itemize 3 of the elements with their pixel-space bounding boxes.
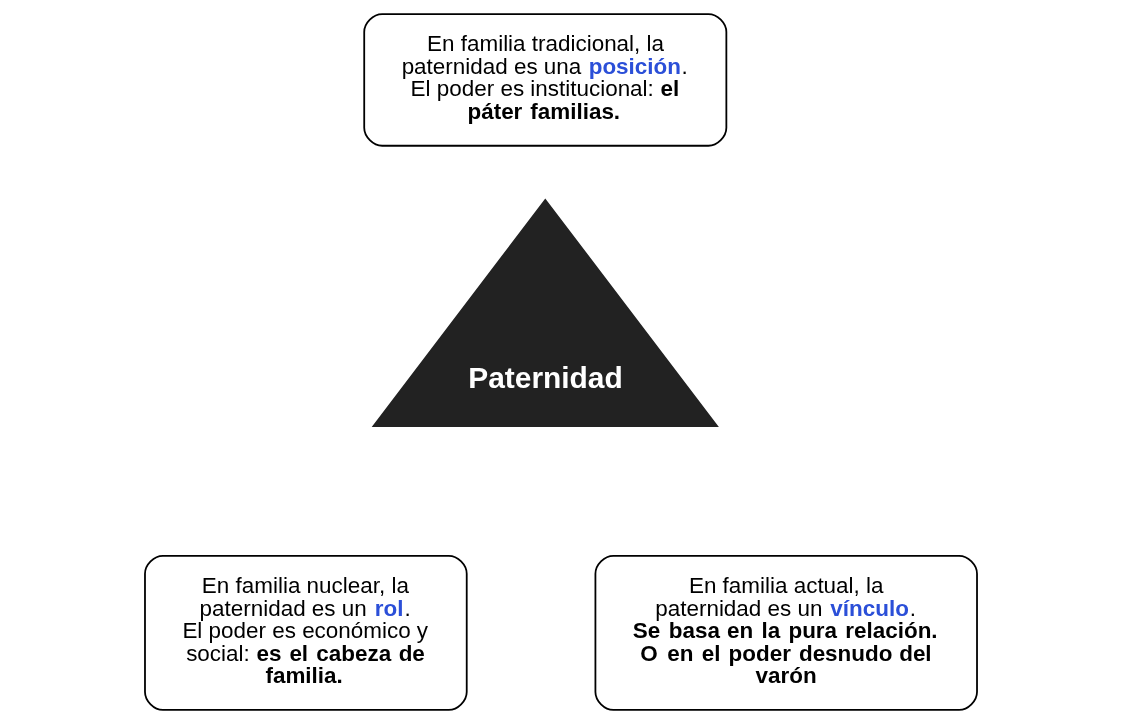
- node-box: En familia actual, la paternidad es un vínculo. Se basa en la pura relación. O en el poder desnudo del varón: [594, 554, 978, 711]
- node-box: En familia nuclear, la paternidad es un rol. El poder es económico y social: es el cabeza de familia.: [143, 554, 468, 711]
- node-box: En familia tradicional, la paternidad es una posición. El poder es institucional: el páter familias.: [362, 13, 727, 147]
